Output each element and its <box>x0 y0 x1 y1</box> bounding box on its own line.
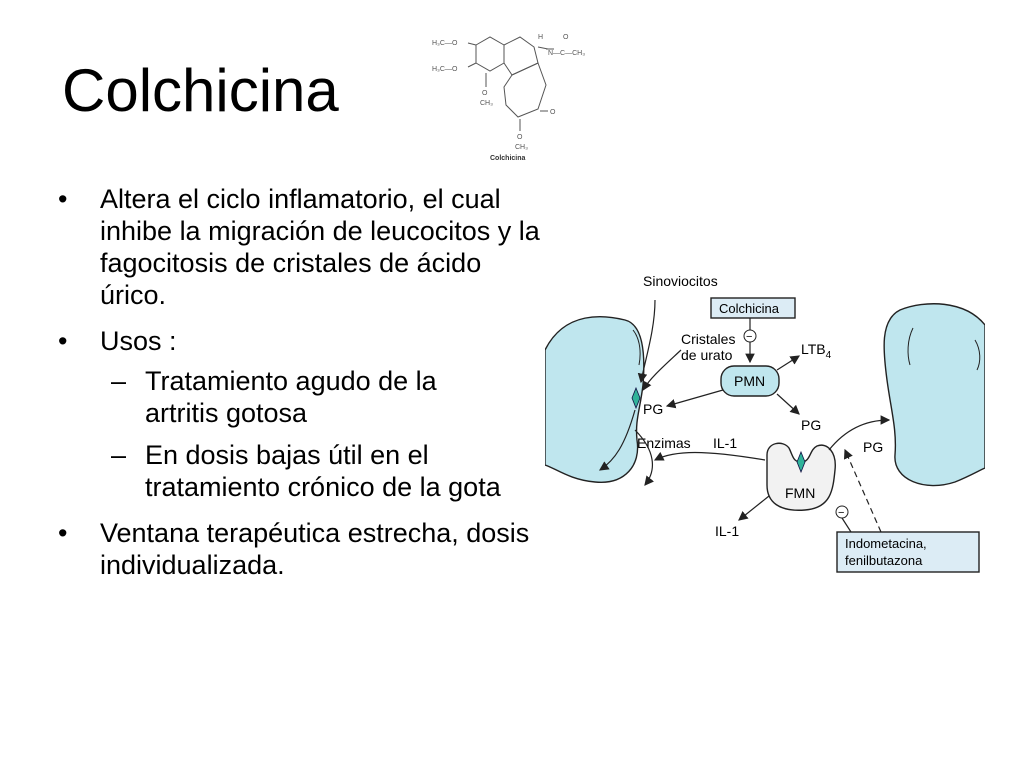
structure-caption: Colchicina <box>490 155 526 162</box>
label-cristales: Cristales <box>681 331 735 347</box>
label-colchicina: Colchicina <box>719 301 780 316</box>
left-synoviocyte <box>544 316 645 483</box>
methoxy-label-2: H₃C—O <box>432 66 458 73</box>
sub-bullet-text: Tratamiento agudo de la artritis gotosa <box>145 366 437 428</box>
label-fenilbutazona: fenilbutazona <box>845 553 923 568</box>
label-pmn: PMN <box>734 373 765 389</box>
bullet-text: Usos : <box>100 326 177 356</box>
label-ltb4: LTB4 <box>801 341 832 361</box>
label-pg-far: PG <box>863 439 883 455</box>
slide-title: Colchicina <box>62 57 339 124</box>
indometacina-box <box>836 531 980 573</box>
label-fmn: FMN <box>785 485 815 501</box>
methoxy-methyl-label: CH₃ <box>515 144 528 151</box>
sub-bullet-item: – En dosis bajas útil en el tratamiento … <box>111 439 548 503</box>
ring-oxygen-label: O <box>482 90 488 97</box>
hydrogen-label: H <box>538 34 543 41</box>
methoxy-label-1: H₃C—O <box>432 40 458 47</box>
ring-methyl-label: CH₃ <box>480 100 493 107</box>
left-urate-crystal <box>631 386 641 410</box>
pmn-cell <box>720 365 780 397</box>
acyl-oxygen-label: O <box>563 34 569 41</box>
bullet-list: • Altera el ciclo inflamatorio, el cual … <box>58 183 548 595</box>
bullet-marker: • <box>58 326 68 356</box>
mechanism-diagram-drawing: Sinoviocitos Colchicina − Cristales de u… <box>544 273 986 573</box>
fmn-urate-crystal <box>796 450 806 474</box>
bullet-item: • Ventana terapéutica estrecha, dosis in… <box>58 517 548 581</box>
label-de-urato: de urato <box>681 347 733 363</box>
ketone-oxygen-label: O <box>550 109 556 116</box>
fmn-cell <box>766 442 836 511</box>
inhibit-sign: − <box>746 331 752 343</box>
bullet-text: Altera el ciclo inflamatorio, el cual in… <box>100 184 540 310</box>
methoxy-oxygen-label: O <box>517 134 523 141</box>
sub-bullet-marker: – <box>111 440 127 470</box>
bullet-marker: • <box>58 184 68 214</box>
right-synoviocyte <box>883 303 986 487</box>
inhibit-sign-fmn: − <box>838 507 844 519</box>
sub-bullet-item: – Tratamiento agudo de la artritis gotos… <box>111 365 548 429</box>
bullet-marker: • <box>58 518 68 548</box>
label-il1-top: IL-1 <box>713 435 737 451</box>
acetamide-label: N—C—CH₃ <box>548 50 585 57</box>
label-il1-bottom: IL-1 <box>715 523 739 539</box>
colchicine-structure: H₃C—O H₃C—O O CH₃ H O N—C—CH₃ O O CH₃ Co… <box>428 27 598 172</box>
colchicina-box <box>710 297 796 319</box>
label-indometacina: Indometacina, <box>845 536 927 551</box>
sub-bullet-text: En dosis bajas útil en el tratamiento cr… <box>145 440 501 502</box>
label-sinoviocitos: Sinoviocitos <box>643 273 718 289</box>
label-pg-left: PG <box>643 401 663 417</box>
sub-bullet-marker: – <box>111 366 127 396</box>
mechanism-diagram: Sinoviocitos Colchicina − Cristales de u… <box>544 270 986 595</box>
bullet-item: • Usos : <box>58 325 548 357</box>
label-pg-pmn: PG <box>801 417 821 433</box>
bullet-item: • Altera el ciclo inflamatorio, el cual … <box>58 183 548 311</box>
label-enzimas: Enzimas <box>637 435 691 451</box>
bullet-text: Ventana terapéutica estrecha, dosis indi… <box>100 518 530 580</box>
colchicine-structure-drawing: H₃C—O H₃C—O O CH₃ H O N—C—CH₃ O O CH₃ Co… <box>432 34 585 162</box>
